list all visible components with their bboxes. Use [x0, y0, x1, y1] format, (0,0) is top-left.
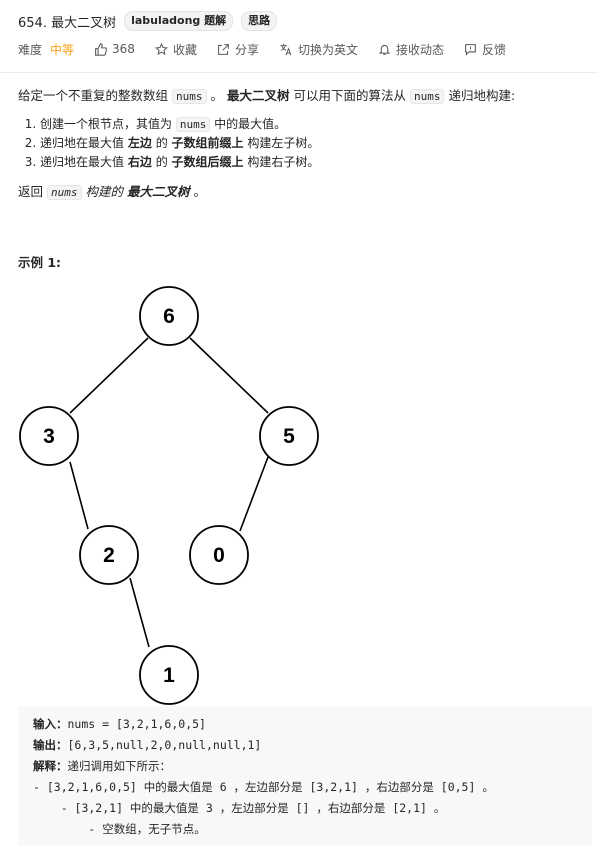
tree-edge	[69, 461, 89, 530]
node-label: 1	[163, 664, 175, 687]
intro-text: 递归地构建:	[448, 88, 516, 103]
problem-title: 654. 最大二叉树	[18, 15, 117, 31]
tree-node	[189, 525, 249, 585]
input-label: 输入：	[33, 717, 68, 731]
example-title: 示例 1:	[18, 255, 62, 270]
feedback-button[interactable]: 反馈	[464, 41, 506, 58]
intro-text: 可以用下面的算法从	[293, 88, 406, 103]
output-line: 输出：[6,3,5,null,2,0,null,null,1]	[33, 735, 592, 756]
algorithm-steps: 创建一个根节点，其值为 nums 中的最大值。 递归地在最大值 左边 的 子数组…	[18, 115, 590, 172]
nums-code: nums	[175, 117, 211, 132]
explain-value: 递归调用如下所示：	[67, 759, 172, 773]
step-text: 构建左子树。	[247, 136, 320, 150]
step-bold: 子数组前缀上	[171, 136, 244, 150]
difficulty-value: 中等	[50, 42, 75, 57]
node-label: 5	[283, 425, 295, 448]
share-label: 分享	[234, 42, 259, 57]
title-row: 654. 最大二叉树 labuladong 题解 思路	[18, 10, 278, 32]
hint-tag[interactable]: 思路	[241, 11, 278, 31]
tree-node	[19, 406, 79, 466]
nums-code: nums	[409, 89, 445, 104]
intro-bold: 最大二叉树	[226, 88, 290, 103]
meta-row: 难度 中等 368 收藏 分享 切换为英文 接收动态 反馈	[18, 38, 526, 60]
return-paragraph: 返回 nums 构建的 最大二叉树 。	[18, 182, 590, 203]
input-value: nums = [3,2,1,6,0,5]	[67, 717, 206, 731]
share-button[interactable]: 分享	[217, 41, 259, 58]
node-label: 6	[163, 305, 175, 328]
example-codebox: 输入：nums = [3,2,1,6,0,5] 输出：[6,3,5,null,2…	[18, 706, 592, 846]
share-icon	[218, 43, 229, 55]
difficulty-label: 难度	[18, 42, 43, 57]
return-text: 。	[193, 184, 206, 199]
feedback-label: 反馈	[482, 42, 507, 57]
step-item: 递归地在最大值 右边 的 子数组后缀上 构建右子树。	[40, 153, 590, 172]
output-label: 输出：	[33, 738, 68, 752]
return-bold: 最大二叉树	[126, 184, 190, 199]
nums-code: nums	[172, 89, 207, 104]
tree-node	[139, 645, 199, 705]
tree-edge	[129, 577, 150, 648]
nums-code: nums	[47, 185, 82, 200]
step-bold: 子数组后缀上	[171, 155, 244, 169]
intro-paragraph: 给定一个不重复的整数数组 nums 。 最大二叉树 可以用下面的算法从 nums…	[18, 86, 590, 107]
like-count: 368	[112, 42, 135, 56]
explain-detail-line: - [3,2,1,6,0,5] 中的最大值是 6 ，左边部分是 [3,2,1] …	[33, 780, 494, 794]
step-text: 递归地在最大值	[40, 136, 125, 150]
step-text: 创建一个根节点，其值为	[40, 117, 173, 131]
step-text: 的	[155, 136, 168, 150]
tree-edge	[189, 337, 269, 414]
tree-edge	[69, 337, 149, 414]
step-bold: 右边	[127, 155, 152, 169]
switch-language-label: 切换为英文	[297, 42, 358, 57]
step-text: 中的最大值。	[214, 117, 287, 131]
step-bold: 左边	[127, 136, 152, 150]
return-text: 返回	[18, 184, 44, 199]
node-label: 0	[213, 544, 225, 567]
explain-line: 解释：递归调用如下所示：	[33, 756, 592, 777]
difficulty: 难度 中等	[18, 41, 74, 58]
input-line: 输入：nums = [3,2,1,6,0,5]	[33, 714, 592, 735]
explain-detail-line: - [3,2,1] 中的最大值是 3 ，左边部分是 [] ，右边部分是 [2,1…	[33, 801, 446, 815]
tree-diagram: 6 3 5 2 0 1	[19, 286, 319, 705]
tree-node	[259, 406, 319, 466]
bell-icon	[378, 44, 391, 55]
step-item: 创建一个根节点，其值为 nums 中的最大值。	[40, 115, 590, 134]
output-value: [6,3,5,null,2,0,null,null,1]	[67, 738, 262, 752]
tree-node	[79, 525, 139, 585]
like-button[interactable]: 368	[94, 42, 135, 56]
step-text: 的	[155, 155, 168, 169]
intro-text: 给定一个不重复的整数数组	[18, 88, 169, 103]
translate-icon	[280, 43, 292, 55]
node-label: 3	[43, 425, 55, 448]
problem-description: 给定一个不重复的整数数组 nums 。 最大二叉树 可以用下面的算法从 nums…	[18, 86, 590, 203]
step-item: 递归地在最大值 左边 的 子数组前缀上 构建左子树。	[40, 134, 590, 153]
intro-text: 。	[210, 88, 223, 103]
explain-detail-line: - 空数组，无子节点。	[33, 822, 206, 836]
switch-language-button[interactable]: 切换为英文	[279, 41, 358, 58]
notify-label: 接收动态	[395, 42, 444, 57]
return-text: 构建的	[85, 184, 123, 199]
notify-button[interactable]: 接收动态	[378, 41, 444, 58]
header-divider	[0, 72, 598, 73]
feedback-icon	[465, 43, 476, 56]
thumbs-up-icon	[95, 42, 108, 56]
star-icon	[155, 42, 168, 55]
favorite-button[interactable]: 收藏	[155, 41, 197, 58]
step-text: 递归地在最大值	[40, 155, 125, 169]
step-text: 构建右子树。	[247, 155, 320, 169]
explain-label: 解释：	[33, 759, 68, 773]
favorite-label: 收藏	[172, 42, 197, 57]
solution-tag[interactable]: labuladong 题解	[124, 11, 234, 31]
tree-edge	[239, 456, 269, 532]
node-label: 2	[103, 544, 115, 567]
tree-node	[139, 286, 199, 346]
